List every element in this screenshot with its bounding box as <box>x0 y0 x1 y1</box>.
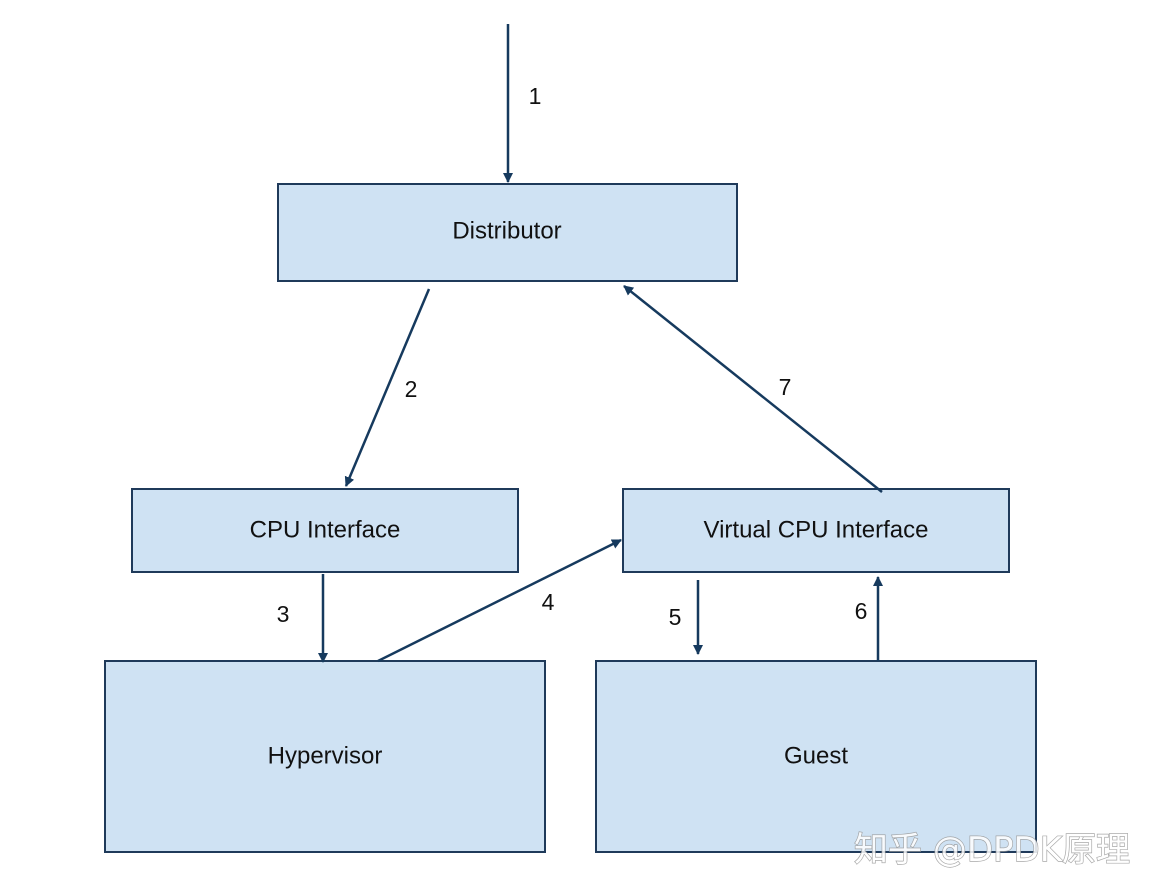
cpu-interface-label: CPU Interface <box>250 516 401 543</box>
watermark-text: 知乎 @DPDK原理 <box>854 830 1130 870</box>
edge-3: 3 <box>277 574 328 663</box>
guest-label: Guest <box>784 742 848 769</box>
edge-7: 7 <box>623 285 883 493</box>
distributor-node: Distributor <box>277 183 738 282</box>
virtual-cpu-interface-node: Virtual CPU Interface <box>622 488 1010 573</box>
edge-4-label: 4 <box>542 589 555 615</box>
edge-4: 4 <box>377 538 622 663</box>
edge-7-label: 7 <box>779 374 792 400</box>
edge-6-label: 6 <box>855 598 868 624</box>
edge-1: 1 <box>503 24 542 183</box>
edge-2-label: 2 <box>405 376 418 402</box>
edge-5: 5 <box>669 580 703 655</box>
hypervisor-node: Hypervisor <box>104 660 546 853</box>
guest-node: Guest <box>595 660 1037 853</box>
edge-6: 6 <box>855 576 883 661</box>
virtual-cpu-interface-label: Virtual CPU Interface <box>704 516 929 543</box>
distributor-label: Distributor <box>452 217 561 244</box>
cpu-interface-node: CPU Interface <box>131 488 519 573</box>
edge-5-label: 5 <box>669 604 682 630</box>
edge-1-label: 1 <box>529 83 542 109</box>
edge-2: 2 <box>344 288 431 487</box>
edge-3-label: 3 <box>277 601 290 627</box>
hypervisor-label: Hypervisor <box>268 742 383 769</box>
